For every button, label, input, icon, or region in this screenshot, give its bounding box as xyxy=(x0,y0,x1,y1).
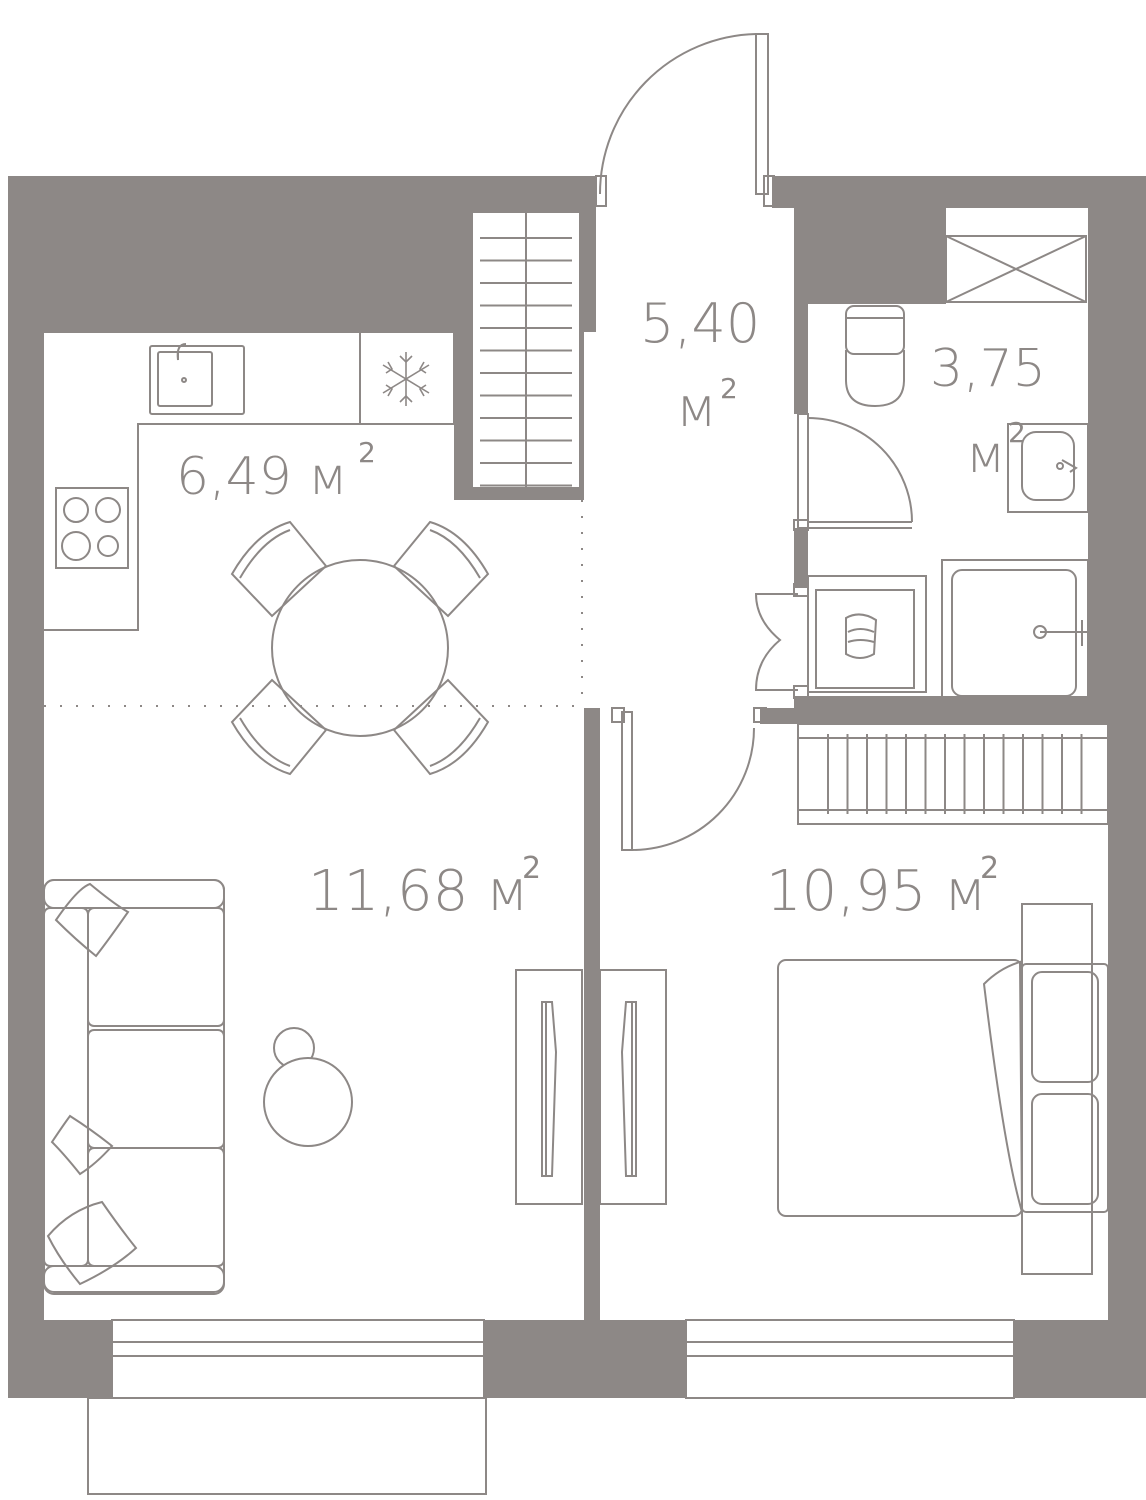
kitchen-unit-power: 2 xyxy=(358,436,376,469)
toilet-icon xyxy=(845,305,905,408)
kitchen-area: 6,49 м xyxy=(176,447,348,507)
cushion xyxy=(54,882,130,958)
pillow xyxy=(1031,1093,1099,1205)
hall-unit-power: 2 xyxy=(720,372,738,405)
wall-partition xyxy=(584,708,600,1320)
wall-bottom-mid xyxy=(484,1320,686,1398)
living-room-area: 11,68 м xyxy=(308,859,528,924)
zone-divider xyxy=(44,500,584,707)
wall-shaft-top xyxy=(794,176,946,304)
bedroom-unit-power: 2 xyxy=(980,851,999,886)
wall-right-lower xyxy=(1108,724,1146,1398)
bathroom-unit: м xyxy=(966,425,1005,485)
balcony xyxy=(87,1397,487,1495)
wall-hall-right xyxy=(794,300,808,414)
wall-bottom-left xyxy=(8,1320,112,1398)
chair xyxy=(230,678,328,776)
bathroom-unit-power: 2 xyxy=(1008,416,1026,449)
wardrobe-bedroom-rails xyxy=(827,734,1083,814)
closet-doors xyxy=(754,583,809,699)
shower-icon xyxy=(941,559,1089,705)
cushion xyxy=(46,1200,138,1286)
windows xyxy=(87,1319,1015,1495)
ventilation-shaft-icon xyxy=(945,235,1087,303)
wall-right xyxy=(1088,176,1146,724)
chair xyxy=(392,520,490,618)
bathroom-door xyxy=(793,413,913,531)
dining-table xyxy=(230,520,490,776)
wall-bath-mid xyxy=(794,528,808,588)
tv-stand-living xyxy=(515,969,583,1205)
coffee-table xyxy=(263,1027,353,1147)
bedroom-area: 10,95 м xyxy=(766,859,986,924)
kitchen-counter xyxy=(44,331,455,631)
room-labels: 5,40 м 2 3,75 м 2 6,49 м 2 11,68 м 2 10,… xyxy=(176,292,1046,924)
cushion xyxy=(50,1114,114,1176)
stove-icon xyxy=(55,487,129,569)
chair xyxy=(392,678,490,776)
tv-stand-bedroom xyxy=(599,969,667,1205)
snowflake-icon xyxy=(382,352,430,406)
pillow xyxy=(1031,971,1099,1083)
sink-icon xyxy=(149,343,245,415)
wall-bath-bottom xyxy=(760,696,1108,724)
bed xyxy=(777,903,1109,1275)
entrance-door xyxy=(595,33,775,207)
chair xyxy=(230,520,328,618)
washbasin-icon xyxy=(1007,423,1089,513)
hall-area: 5,40 xyxy=(640,292,760,355)
hall-unit: м xyxy=(676,376,717,439)
washing-machine-icon xyxy=(807,575,927,693)
living-room-door xyxy=(611,707,767,851)
wardrobe-hall-rails xyxy=(480,237,572,487)
living-room-unit-power: 2 xyxy=(522,851,541,886)
bathroom-area: 3,75 xyxy=(930,339,1046,399)
wardrobe-bedroom xyxy=(797,723,1109,825)
wall-left xyxy=(8,176,44,1398)
sofa xyxy=(43,879,225,1295)
